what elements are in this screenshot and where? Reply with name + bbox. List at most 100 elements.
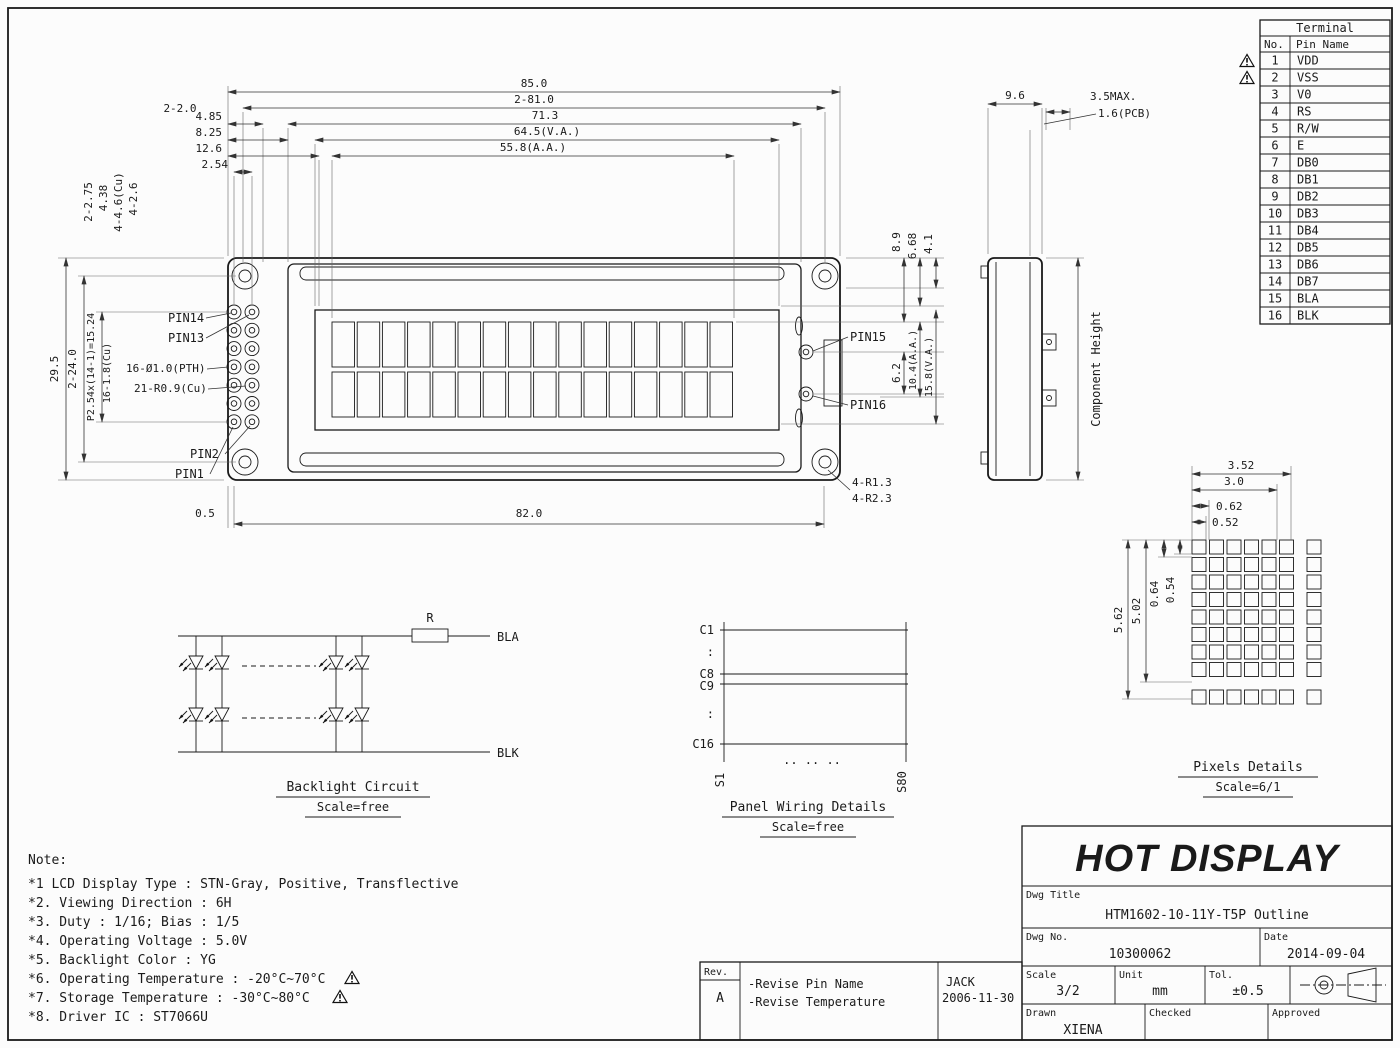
pin-hole bbox=[248, 345, 256, 352]
pin-pad bbox=[226, 414, 242, 430]
dwg-no-value: 10300062 bbox=[1109, 947, 1172, 962]
approved-label: Approved bbox=[1272, 1008, 1320, 1019]
extension-lines bbox=[58, 86, 944, 528]
pixel-dot bbox=[1244, 662, 1259, 677]
dim-562: 5.62 bbox=[1112, 607, 1125, 634]
backlight-scale: Scale=free bbox=[317, 800, 389, 814]
terminal-no: 1 bbox=[1271, 54, 1278, 68]
dim-pad-copper: 16-1.8(Cu) bbox=[102, 343, 113, 403]
pin14-label: PIN14 bbox=[168, 311, 204, 325]
dim-side-width: 9.6 bbox=[1005, 89, 1025, 102]
scale-value: 3/2 bbox=[1056, 984, 1079, 999]
pin-hole bbox=[248, 381, 256, 389]
pixel-dot bbox=[1191, 574, 1207, 590]
dim-hole-vspan: 2-24.0 bbox=[66, 349, 79, 389]
pixel-dot bbox=[1306, 609, 1322, 625]
tol-value: ±0.5 bbox=[1232, 984, 1263, 999]
pixel-dot bbox=[1244, 644, 1259, 660]
character-cell bbox=[432, 371, 456, 418]
dim-aa-height: 10.4(A.A.) bbox=[908, 330, 919, 390]
pin-pad bbox=[244, 322, 260, 338]
terminal-no: 15 bbox=[1268, 292, 1282, 306]
rev-change-2: -Revise Temperature bbox=[748, 995, 885, 1009]
pixel-dot bbox=[1226, 574, 1242, 590]
pin13-label: PIN13 bbox=[168, 331, 204, 345]
resistor-label: R bbox=[426, 611, 434, 625]
terminal-pin-name: DB4 bbox=[1297, 224, 1319, 238]
dim-052: 0.52 bbox=[1212, 516, 1239, 529]
pixel-dot bbox=[1191, 539, 1207, 555]
pixel-dot bbox=[1279, 644, 1294, 660]
terminal-no: 8 bbox=[1271, 173, 1278, 187]
character-cell bbox=[533, 371, 557, 418]
dim-hole-offset: 2-2.0 bbox=[163, 102, 196, 115]
dim-max-height: 3.5MAX. bbox=[1090, 90, 1136, 103]
pixels-details: 3.52 3.0 0.62 0.52 5.62 5.02 0.64 0.54 P… bbox=[1112, 459, 1322, 798]
mounting-holes bbox=[231, 262, 839, 476]
terminal-no: 10 bbox=[1268, 207, 1282, 221]
dim-41: 4.1 bbox=[922, 234, 935, 254]
terminal-no: 6 bbox=[1271, 139, 1278, 153]
pixel-dot bbox=[1209, 689, 1224, 705]
pixel-dot bbox=[1191, 662, 1207, 677]
dim-aa-width: 55.8(A.A.) bbox=[500, 141, 566, 154]
pixel-dot bbox=[1191, 627, 1207, 642]
pin-pad bbox=[226, 341, 242, 357]
dim-pth-holes: 16-Ø1.0(PTH) bbox=[126, 362, 205, 375]
character-cell bbox=[507, 321, 532, 368]
warning-triangle-icon bbox=[1239, 70, 1255, 85]
warning-triangle-icon bbox=[1239, 53, 1255, 68]
dim-pin-span: P2.54x(14-1)=15.24 bbox=[86, 313, 97, 421]
pixel-dot bbox=[1261, 592, 1277, 607]
character-cell bbox=[356, 321, 381, 368]
character-cell bbox=[381, 321, 406, 368]
pin-hole bbox=[230, 308, 238, 316]
rev-value: A bbox=[716, 991, 724, 1006]
pin-pads bbox=[226, 304, 260, 430]
notes-block: Note: *1 LCD Display Type : STN-Gray, Po… bbox=[28, 853, 459, 1025]
leader-lines bbox=[205, 312, 851, 491]
character-cell bbox=[457, 321, 481, 368]
pin-pad bbox=[226, 377, 242, 393]
pixel-dot bbox=[1226, 557, 1242, 572]
terminal-col-no: No. bbox=[1264, 38, 1284, 51]
pixel-dot bbox=[1191, 609, 1207, 625]
pin-hole bbox=[248, 418, 256, 426]
pin15-label: PIN15 bbox=[850, 330, 886, 344]
pin-hole bbox=[230, 345, 238, 352]
terminal-no: 5 bbox=[1271, 122, 1278, 136]
terminal-no: 9 bbox=[1271, 190, 1278, 204]
character-cell bbox=[507, 371, 532, 418]
led-icon bbox=[178, 649, 204, 683]
terminal-pin-name: DB6 bbox=[1297, 258, 1319, 272]
pin-hole bbox=[248, 308, 256, 316]
pixel-dot bbox=[1244, 689, 1259, 705]
pixel-dot bbox=[1306, 689, 1322, 705]
terminal-pin-name: DB0 bbox=[1297, 156, 1319, 170]
pixel-dot bbox=[1226, 609, 1242, 625]
viewing-area bbox=[314, 309, 780, 431]
dim-overall-height: 29.5 bbox=[48, 356, 61, 383]
led-icon bbox=[318, 649, 344, 683]
led-icon bbox=[204, 649, 230, 683]
dim-668: 6.68 bbox=[906, 233, 919, 260]
character-cell bbox=[608, 321, 633, 368]
bezel-bottom-slot bbox=[299, 452, 785, 467]
pixel-dot bbox=[1279, 627, 1294, 642]
pixel-dot bbox=[1306, 644, 1322, 660]
pixel-dot bbox=[1244, 574, 1259, 590]
dim-va-height: 15.8(V.A.) bbox=[924, 337, 935, 397]
terminal-table-title: Terminal bbox=[1296, 21, 1354, 35]
character-cell bbox=[659, 321, 683, 368]
dim-2275: 2-2.75 bbox=[82, 182, 95, 222]
pixel-dot bbox=[1209, 662, 1224, 677]
side-pin bbox=[1041, 389, 1057, 407]
bezel-top-slot bbox=[299, 266, 785, 281]
dim-62: 6.2 bbox=[890, 363, 903, 383]
terminal-no: 12 bbox=[1268, 241, 1282, 255]
pixels-title: Pixels Details bbox=[1193, 760, 1303, 775]
bla-label: BLA bbox=[497, 630, 519, 644]
pin-pad bbox=[226, 304, 242, 320]
company-logo-text: HOT DISPLAY bbox=[1075, 838, 1341, 880]
unit-label: Unit bbox=[1119, 970, 1143, 981]
